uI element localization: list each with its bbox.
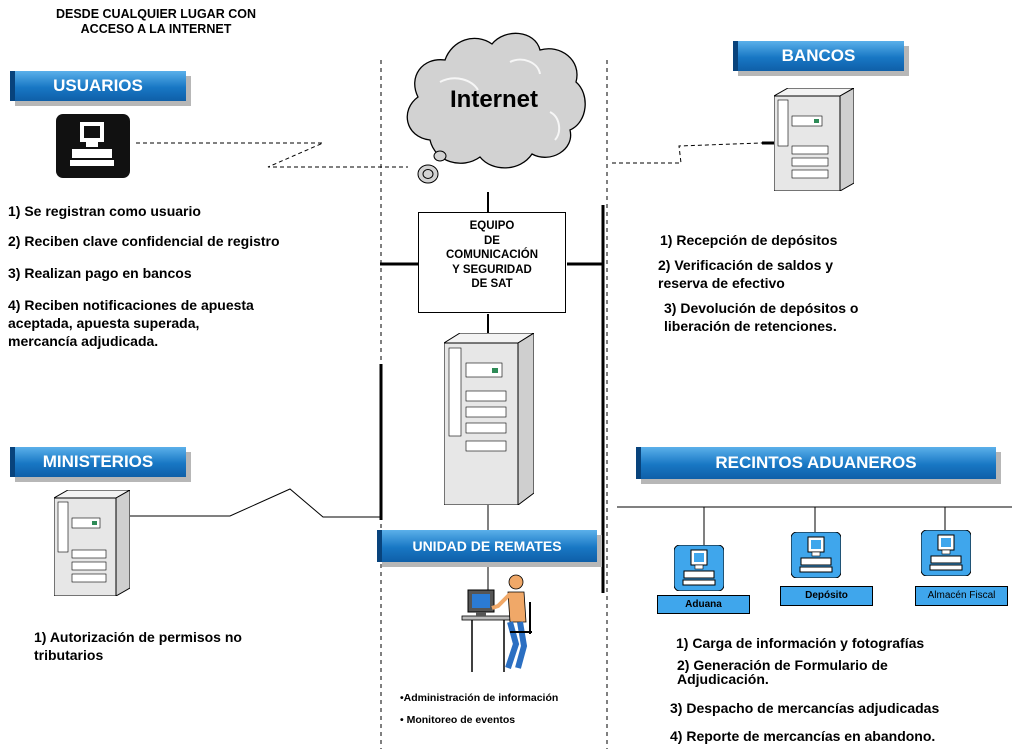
ministerios-item-1: 1) Autorización de permisos no (34, 629, 242, 645)
ministerios-server-icon (54, 490, 130, 596)
bancos-banner-label: BANCOS (781, 46, 856, 65)
bancos-item-1: 1) Recepción de depósitos (660, 232, 838, 248)
recintos-item-4: 4) Reporte de mercancías en abandono. (670, 728, 936, 744)
equipo-line-5: DE SAT (471, 278, 513, 290)
usuarios-link (136, 142, 408, 168)
unidad-item-1: •Administración de información (400, 692, 559, 704)
aduana-terminal-icon (674, 545, 724, 591)
usuarios-item-4c: mercancía adjudicada. (8, 333, 159, 349)
equipo-line-2: DE (484, 234, 500, 247)
header-line-2: ACCESO A LA INTERNET (80, 22, 232, 36)
bancos-item-2b: reserva de efectivo (658, 275, 785, 291)
usuarios-item-1: 1) Se registran como usuario (8, 203, 201, 219)
usuarios-item-4: 4) Reciben notificaciones de apuesta (8, 297, 254, 313)
bancos-item-3: 3) Devolución de depósitos o (664, 300, 859, 316)
ministerios-banner-label: MINISTERIOS (42, 452, 154, 471)
ministerios-banner: MINISTERIOS (10, 447, 186, 477)
deposito-label: Depósito (780, 586, 873, 606)
equipo-line-1: EQUIPO (469, 220, 515, 232)
bancos-link (612, 142, 763, 164)
recintos-banner: RECINTOS ADUANEROS (636, 447, 996, 479)
bancos-item-2: 2) Verificación de saldos y (658, 257, 834, 273)
internet-label: Internet (450, 86, 539, 113)
internet-cloud-icon (406, 32, 586, 184)
equipo-box: EQUIPO DE COMUNICACIÓN Y SEGURIDAD DE SA… (418, 212, 566, 313)
unidad-item-2: • Monitoreo de eventos (400, 714, 516, 726)
bancos-item-3b: liberación de retenciones. (664, 318, 837, 334)
usuarios-item-3: 3) Realizan pago en bancos (8, 265, 192, 281)
ministerios-link (127, 488, 380, 518)
usuarios-item-2: 2) Reciben clave confidencial de registr… (8, 233, 280, 249)
deposito-terminal-icon (791, 532, 841, 578)
recintos-item-3: 3) Despacho de mercancías adjudicadas (670, 700, 940, 716)
aduana-label: Aduana (657, 595, 750, 614)
usuarios-item-4b: aceptada, apuesta superada, (8, 315, 200, 331)
usuarios-banner: USUARIOS (10, 71, 186, 101)
header-title: DESDE CUALQUIER LUGAR CON ACCESO A LA IN… (6, 7, 306, 37)
almacen-terminal-icon (921, 530, 971, 576)
bancos-banner: BANCOS (733, 41, 904, 71)
bank-server-icon (774, 88, 854, 191)
user-terminal-icon (56, 114, 130, 178)
recintos-banner-label: RECINTOS ADUANEROS (715, 453, 917, 472)
unidad-banner-label: UNIDAD DE REMATES (412, 538, 562, 554)
recintos-item-2: 2) Generación de Formulario de (677, 657, 888, 673)
equipo-line-3: COMUNICACIÓN (446, 249, 538, 261)
header-line-1: DESDE CUALQUIER LUGAR CON (55, 7, 256, 21)
central-server-icon (444, 333, 534, 505)
ministerios-item-1b: tributarios (34, 647, 104, 663)
equipo-line-4: Y SEGURIDAD (452, 263, 532, 276)
operator-person-icon (461, 574, 532, 672)
almacen-label: Almacén Fiscal (915, 586, 1008, 606)
usuarios-banner-label: USUARIOS (53, 76, 143, 95)
recintos-item-2b: Adjudicación. (677, 671, 769, 687)
unidad-banner: UNIDAD DE REMATES (377, 530, 597, 562)
recintos-item-1: 1) Carga de información y fotografías (676, 635, 925, 651)
